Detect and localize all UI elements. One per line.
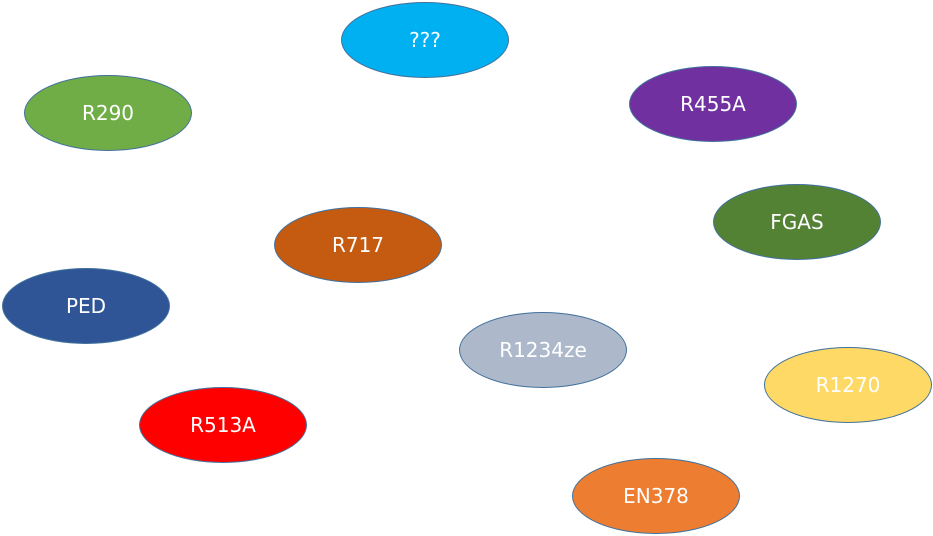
- bubble-label: PED: [65, 294, 107, 318]
- bubble-label: R455A: [680, 92, 746, 116]
- bubble-r1270: R1270: [764, 347, 932, 423]
- bubble-r290: R290: [24, 75, 192, 151]
- bubble-r1234ze: R1234ze: [459, 312, 627, 388]
- bubble-label: R513A: [190, 413, 256, 437]
- bubble-r717: R717: [274, 207, 442, 283]
- bubble-label: R1234ze: [499, 338, 587, 362]
- bubble-label: R1270: [815, 373, 881, 397]
- bubble-r513a: R513A: [139, 387, 307, 463]
- bubble-ped: PED: [2, 268, 170, 344]
- bubble-fgas: FGAS: [713, 184, 881, 260]
- bubble-en378: EN378: [572, 458, 740, 534]
- bubble-label: R717: [331, 233, 385, 257]
- bubble-unknown: ???: [341, 2, 509, 78]
- bubble-label: FGAS: [770, 210, 824, 234]
- bubble-label: ???: [409, 28, 441, 52]
- bubble-label: EN378: [623, 484, 689, 508]
- bubble-r455a: R455A: [629, 66, 797, 142]
- bubble-label: R290: [81, 101, 135, 125]
